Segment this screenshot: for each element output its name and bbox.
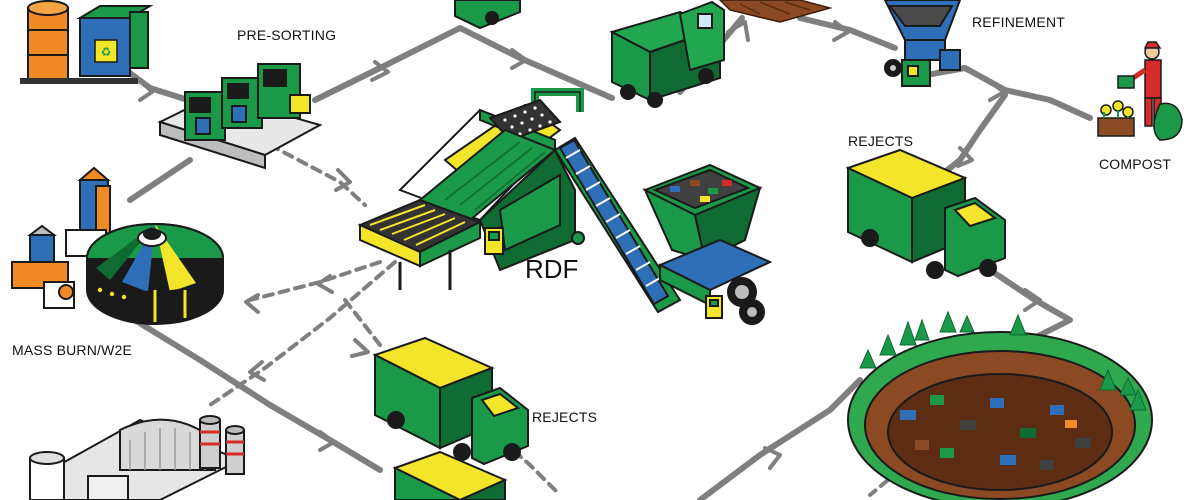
arrow-10 bbox=[244, 293, 260, 314]
path-dash-rdf-down bbox=[208, 260, 397, 407]
rdf-machine bbox=[357, 88, 585, 290]
label-refinement: REFINEMENT bbox=[972, 14, 1065, 30]
path-presorting-to-massburn bbox=[127, 157, 193, 203]
path-dash-rdf-to-massburn bbox=[248, 260, 382, 302]
path-massburn-down bbox=[107, 302, 383, 473]
pallets bbox=[718, 0, 833, 23]
industrial-plant bbox=[29, 415, 245, 500]
path-dash-rdf-to-rejects bbox=[343, 298, 382, 347]
flow-arrows bbox=[138, 20, 1042, 470]
conveyor bbox=[553, 136, 682, 314]
waste-bins: ♻ bbox=[20, 0, 154, 84]
truck-rejects-bottom bbox=[372, 336, 529, 466]
arrow-15 bbox=[763, 446, 782, 470]
label-mass-burn: MASS BURN/W2E bbox=[12, 342, 133, 358]
arrow-6 bbox=[988, 80, 1006, 102]
arrow-3 bbox=[510, 48, 528, 70]
svg-text:♻: ♻ bbox=[101, 45, 112, 59]
truck-bottom-partial bbox=[392, 450, 508, 500]
arrow-8 bbox=[956, 146, 974, 168]
truck-rejects-right bbox=[845, 148, 1006, 279]
arrow-1 bbox=[138, 78, 154, 102]
arrow-9 bbox=[334, 168, 352, 192]
arrow-5 bbox=[832, 20, 850, 42]
path-refinement-to-compost bbox=[907, 65, 1093, 121]
refinement-hopper bbox=[883, 0, 962, 87]
label-rdf: RDF bbox=[525, 254, 579, 284]
label-rejects-top: REJECTS bbox=[848, 133, 914, 149]
compost-scene bbox=[1097, 41, 1183, 141]
truck-green bbox=[609, 0, 725, 108]
landfill bbox=[847, 310, 1153, 500]
arrow-4 bbox=[726, 20, 750, 42]
arrow-12 bbox=[316, 274, 334, 294]
arrow-7 bbox=[1023, 288, 1042, 312]
path-bottom-to-landfill bbox=[697, 377, 863, 500]
path-to-rejects-top bbox=[932, 92, 1008, 183]
label-pre-sorting: PRE-SORTING bbox=[237, 27, 337, 43]
mass-burn-plant bbox=[11, 166, 224, 325]
arrow-2 bbox=[370, 60, 390, 82]
path-rejects-to-landfill bbox=[987, 267, 1073, 343]
path-top-to-refinement bbox=[797, 15, 898, 51]
path-presorting-to-top bbox=[312, 25, 615, 103]
truck-top-partial bbox=[454, 0, 521, 30]
path-dash-presort-to-rdf bbox=[268, 143, 367, 207]
arrow-11 bbox=[248, 360, 266, 382]
shredder-hopper bbox=[642, 163, 773, 325]
arrow-14 bbox=[318, 430, 336, 452]
arrow-13 bbox=[350, 338, 370, 358]
presorting-machines bbox=[157, 63, 323, 170]
label-compost: COMPOST bbox=[1099, 156, 1172, 172]
label-rejects-bottom: REJECTS bbox=[532, 409, 598, 425]
